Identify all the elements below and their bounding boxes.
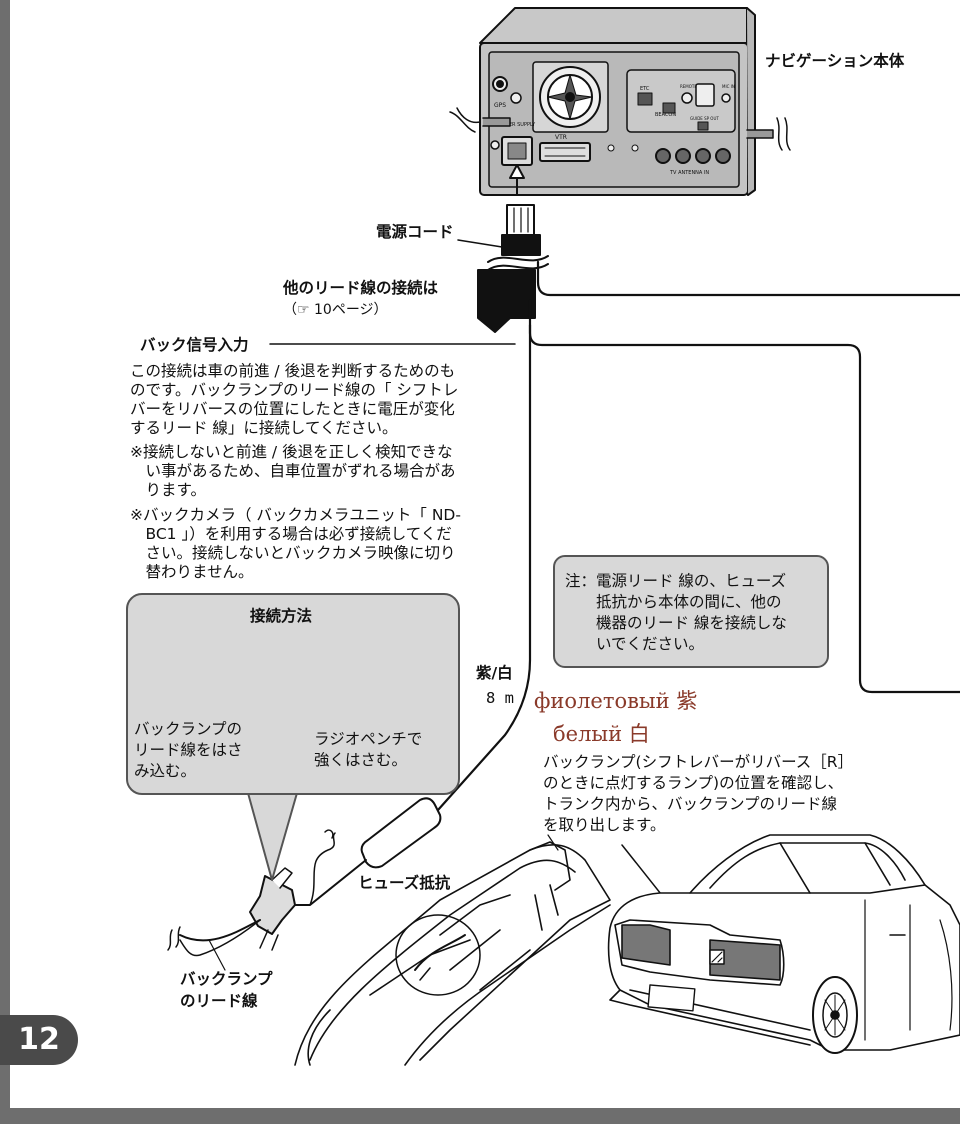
tv-antenna-port-label: TV ANTENNA IN [669,170,709,176]
mic-in-port-label: MIC IN [722,84,735,89]
trunk-line: を取り出します。 [543,816,666,834]
note-line: ※バックカメラ（ バックカメラユニット「 ND- [130,506,461,524]
trunk-line: のときに点灯するランプ)の位置を確認し、 [543,774,844,792]
caution-line: 抵抗から本体の間に、他の [565,593,782,611]
note-line: 替わりません。 [130,563,254,581]
intro-paragraph: この接続は車の前進 / 後退を判断するためのも のです。バックランプのリード線の… [130,362,458,438]
trunk-line: トランク内から、バックランプのリード線 [543,795,838,813]
russian-purple-annotation: фиолетовый 紫 [534,689,698,713]
beacon-port-label: BEACON [655,112,676,118]
connection-method-box: 接続方法 バックランプの リード線をはさ み込む。 ラジオペンチで 強くはさむ。 [126,593,460,795]
note-detection: ※接続しないと前進 / 後退を正しく検知できな い事があるため、自車位置がずれる… [130,443,456,500]
backlamp-lead-label-1: バックランプ [180,970,273,988]
other-leads-label: 他のリード線の接続は [283,279,439,297]
note-line: ります。 [130,481,206,499]
note-line: さい。接続しないとバックカメラ映像に切り [130,544,456,562]
manual-page: GPS POWER SUPPLY VTR ETC BEACON REMOTE O… [10,0,960,1108]
caution-box: 注：電源リード 線の、ヒューズ 抵抗から本体の間に、他の 機器のリード 線を接続… [553,555,829,668]
caution-line: 機器のリード 線を接続しな [565,614,787,632]
fuse-resistor-label: ヒューズ抵抗 [358,874,451,892]
purple-white-label: 紫/白 [476,664,513,682]
trunk-illustration [294,841,611,1066]
intro-line: のです。バックランプのリード線の「 シフトレ [130,381,459,399]
power-supply-port-label: POWER SUPPLY [497,122,536,128]
remote-out-port-label: REMOTE OUT [680,84,707,89]
car-illustration [607,834,960,1054]
lead-wire-right-lower [528,298,960,694]
guide-sp-out-port-label: GUIDE SP OUT [690,116,719,121]
back-signal-heading: バック信号入力 [140,336,249,354]
trunk-instruction: バックランプ(シフトレバーがリバース［R］ のときに点灯するランプ)の位置を確認… [543,752,853,836]
method-step-line: リード線をはさ [134,741,243,759]
purple-white-wire [436,323,532,812]
method-step-line: ラジオペンチで [314,730,423,748]
gps-port-label: GPS [494,102,506,109]
navigation-unit: GPS POWER SUPPLY VTR ETC BEACON REMOTE O… [449,7,791,196]
caution-line: いでください。 [565,635,705,653]
other-leads-ref: （☞ 10ページ） [283,302,388,318]
backlamp-lead-label-2: のリード線 [180,992,258,1010]
method-step-1: バックランプの リード線をはさ み込む。 [134,719,243,782]
etc-port-label: ETC [640,86,650,92]
note-line: ※接続しないと前進 / 後退を正しく検知できな [130,443,453,461]
power-cord-label: 電源コード [376,223,454,241]
note-line: い事があるため、自車位置がずれる場合があ [130,462,456,480]
connection-method-title: 接続方法 [250,607,313,625]
fuse-resistor-assembly [167,797,442,971]
intro-line: この接続は車の前進 / 後退を判断するためのも [130,362,456,380]
navi-unit-label: ナビゲーション本体 [765,52,905,70]
intro-line: するリード 線」に接続してください。 [130,419,398,437]
power-cord-bundle [457,204,549,333]
method-step-line: バックランプの [134,720,243,738]
vtr-port-label: VTR [555,134,567,141]
method-step-line: み込む。 [134,762,197,780]
caution-line: 注：電源リード 線の、ヒューズ [565,572,787,590]
russian-white-annotation: белый 白 [553,722,650,746]
wire-length-label: 8 m [486,689,514,707]
intro-line: バーをリバースの位置にしたときに電圧が変化 [130,400,455,418]
note-back-camera: ※バックカメラ（ バックカメラユニット「 ND- BC1 」）を利用する場合は必… [130,506,461,582]
lead-wire-right-upper [536,260,960,297]
method-step-2: ラジオペンチで 強くはさむ。 [314,729,422,771]
method-step-line: 強くはさむ。 [314,751,408,769]
page-number-badge: 12 [0,1015,78,1065]
note-line: BC1 」）を利用する場合は必ず接続してくだ [130,525,452,543]
trunk-line: バックランプ(シフトレバーがリバース［R］ [543,753,854,771]
